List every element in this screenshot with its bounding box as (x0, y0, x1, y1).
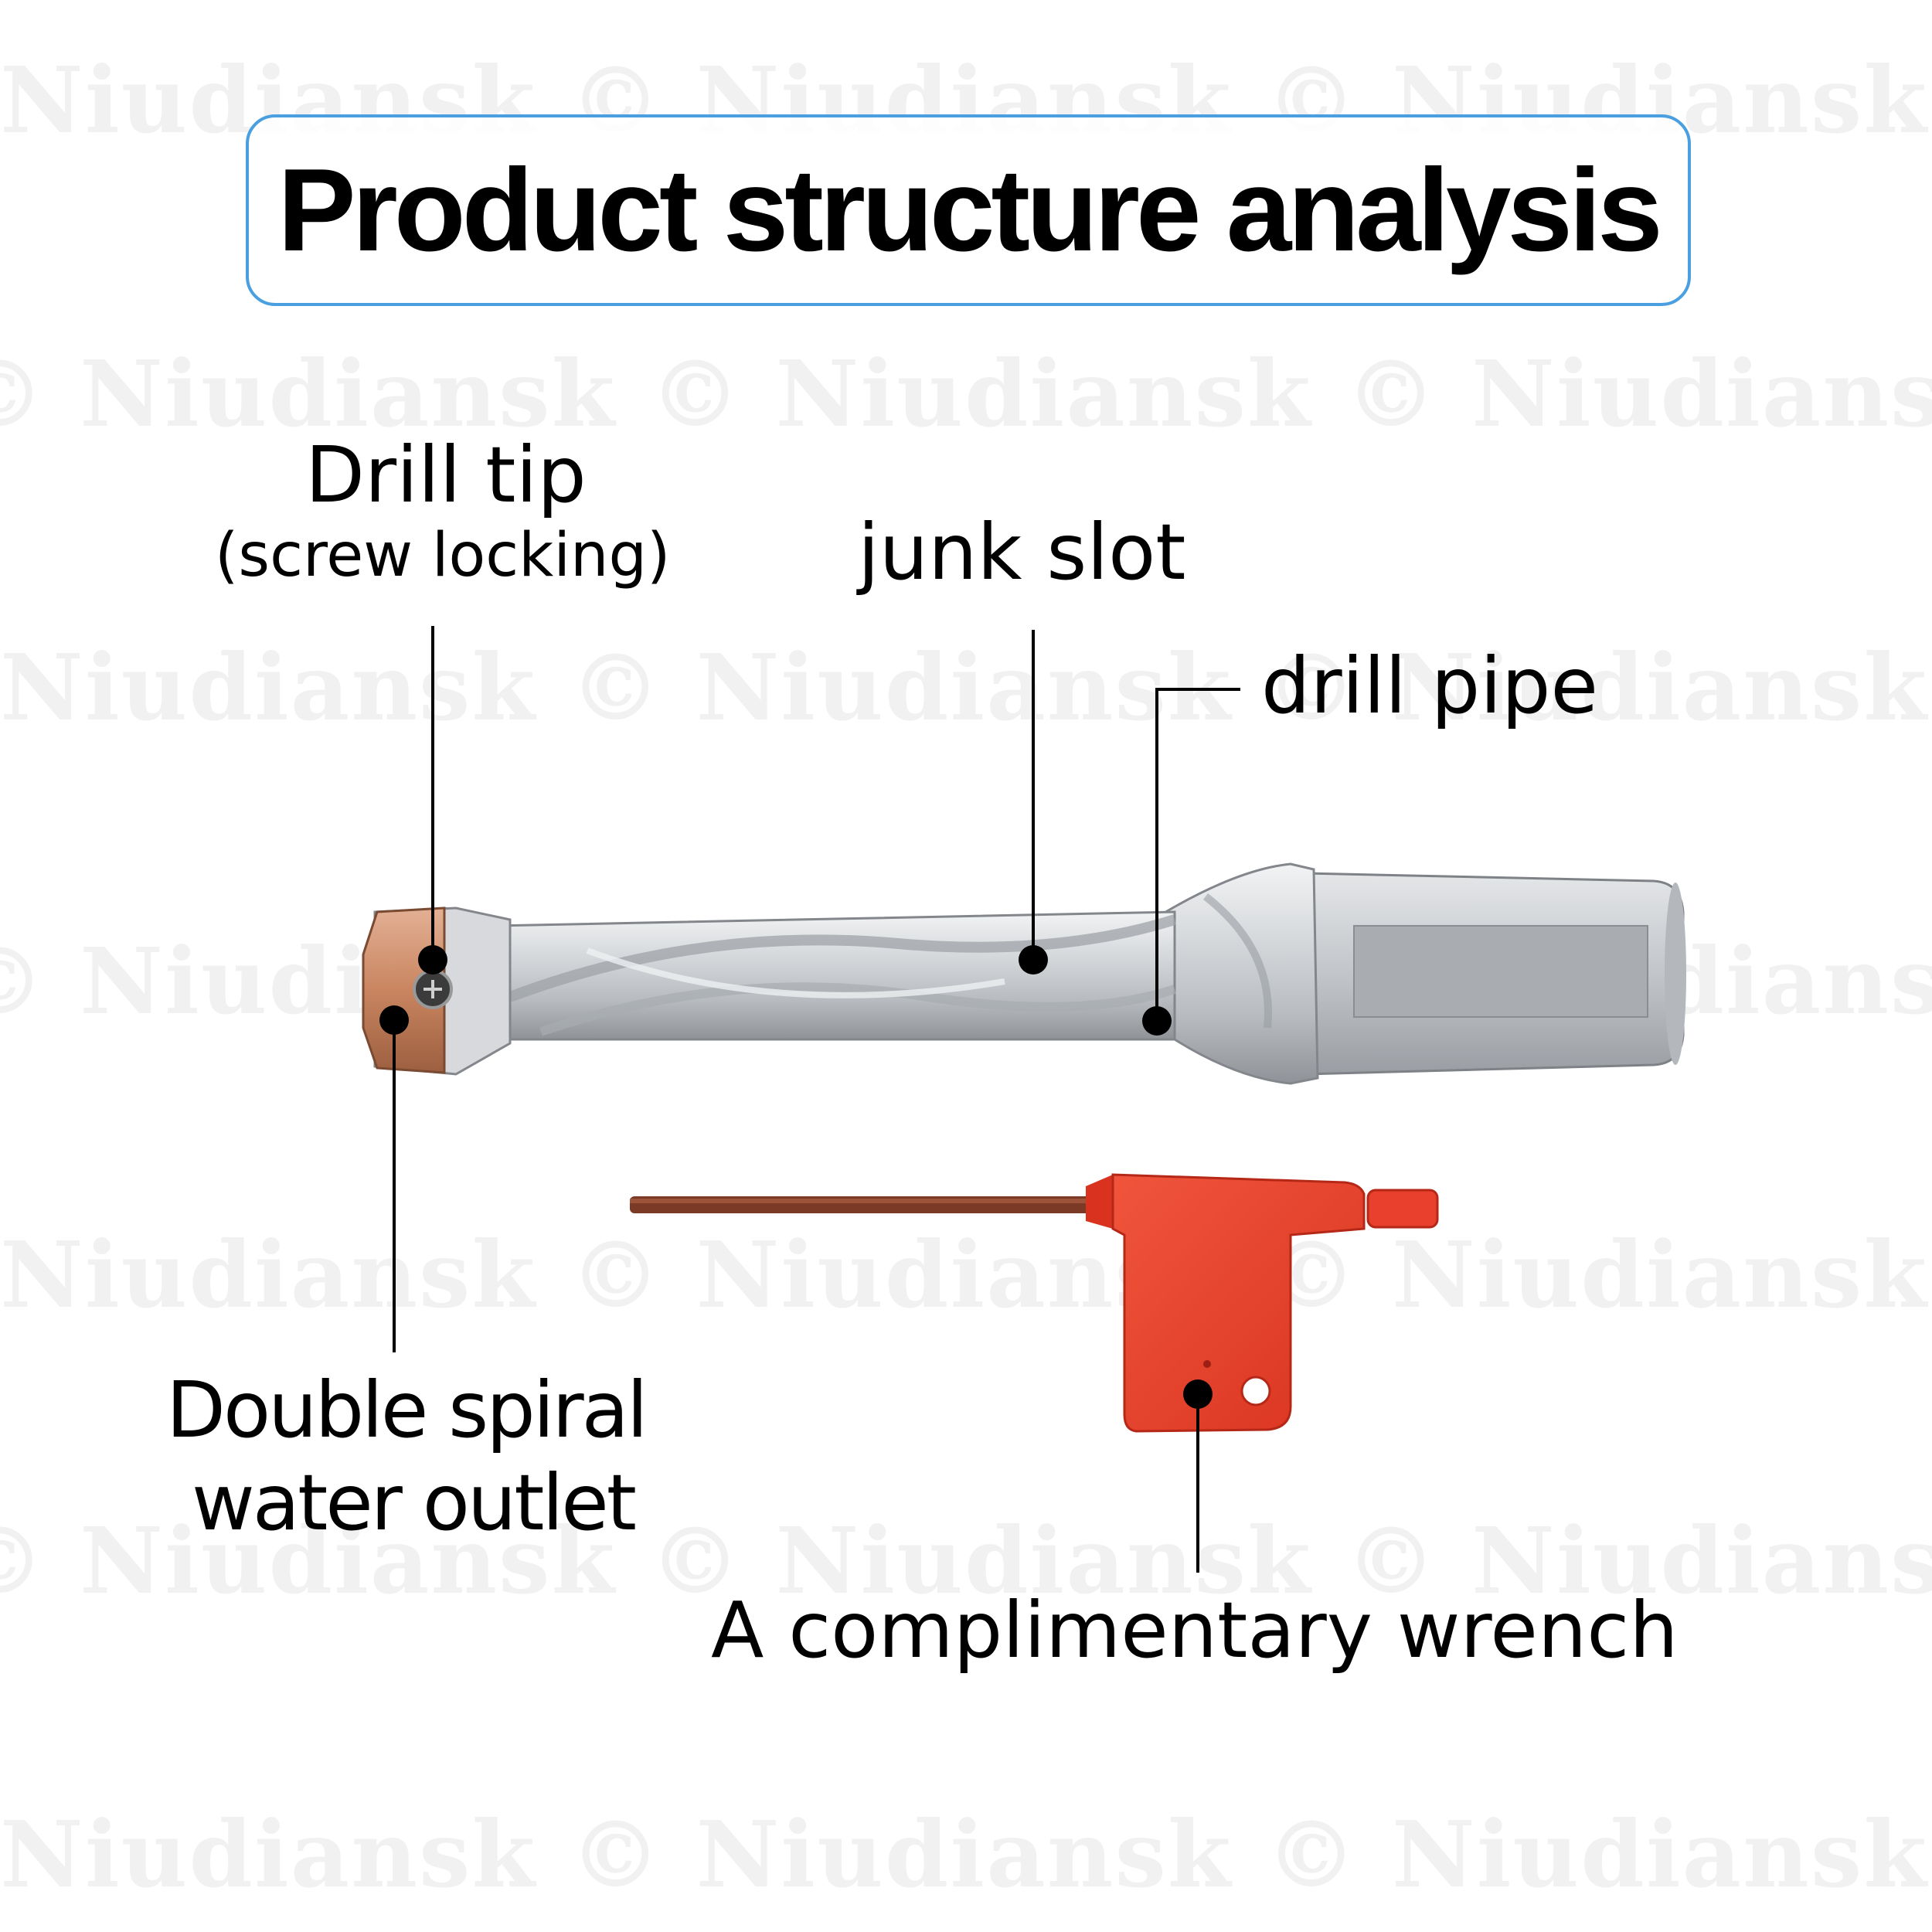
junk-slot-label: junk slot (858, 507, 1186, 597)
water-outlet-label-line2: water outlet (192, 1458, 637, 1548)
water-outlet-marker (379, 1005, 409, 1035)
leader-line-water-outlet (393, 1020, 396, 1352)
water-outlet-label-line1: Double spiral (166, 1365, 648, 1455)
title-box: Product structure analysis (246, 114, 1691, 306)
drill-tip-note-label: (screw locking) (215, 521, 671, 590)
drill-pipe-label: drill pipe (1261, 641, 1598, 731)
drill-tip-label: Drill tip (305, 430, 587, 520)
drill-pipe-marker (1142, 1006, 1172, 1036)
drill-shank (1304, 872, 1686, 1076)
junk-slot-marker (1019, 945, 1048, 975)
wrench-label: A complimentary wrench (711, 1585, 1679, 1675)
wrench (630, 1173, 1439, 1433)
drill-tip-marker (418, 945, 447, 975)
wrench-marker (1183, 1379, 1213, 1409)
drill-collar (1158, 862, 1319, 1085)
leader-line-junk-slot (1032, 630, 1035, 958)
leader-line-drill-pipe-elbow (1155, 688, 1240, 691)
drill-tip-insert (362, 906, 512, 1076)
drill-fluted-body (493, 910, 1177, 1041)
leader-line-drill-pipe (1155, 688, 1158, 1016)
wrench-handle (1111, 1173, 1366, 1433)
leader-line-drill-tip (431, 626, 434, 958)
page-title: Product structure analysis (277, 145, 1663, 276)
leader-line-wrench (1196, 1395, 1199, 1573)
